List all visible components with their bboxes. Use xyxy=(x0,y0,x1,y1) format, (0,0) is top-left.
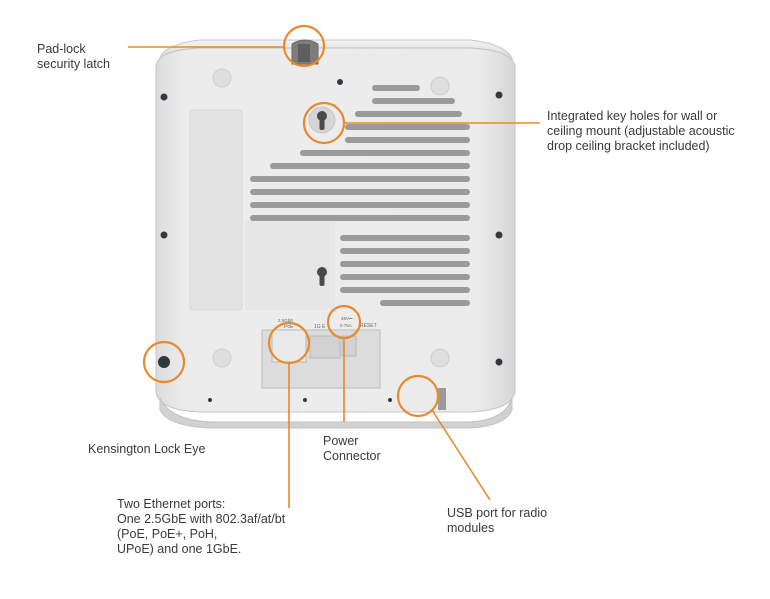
callout-circle-usb xyxy=(396,374,440,418)
screw xyxy=(160,231,168,239)
callout-kensington-label: Kensington Lock Eye xyxy=(88,442,206,456)
screw xyxy=(388,398,392,402)
vent-slot xyxy=(340,287,470,293)
vent-slot xyxy=(250,202,470,208)
callout-ethernet-label: Two Ethernet ports: One 2.5GbE with 802.… xyxy=(117,497,286,556)
vent-slot xyxy=(250,176,470,182)
marking-075a: 0.75A xyxy=(340,323,352,328)
mount-foot xyxy=(430,76,450,96)
power-port xyxy=(341,335,357,357)
vent-slot xyxy=(380,300,470,306)
callout-padlock-label: Pad-lock security latch xyxy=(37,42,110,71)
callout-circle-kensington xyxy=(142,340,186,384)
center-plate xyxy=(245,220,335,310)
marking-2-5gbe: 2.5GbE xyxy=(278,318,293,323)
vent-slot xyxy=(250,215,470,221)
callout-leaders xyxy=(128,46,540,508)
ethernet-port-1g xyxy=(309,335,341,359)
mounting-feet xyxy=(212,68,450,368)
vent-slot xyxy=(355,111,462,117)
vent-slots xyxy=(250,85,470,306)
callout-power-label: Power Connector xyxy=(323,434,381,463)
ethernet-port-poe xyxy=(271,329,307,363)
marking-48v: 48V⎓ xyxy=(341,316,353,321)
callout-circle-padlock xyxy=(282,24,326,68)
vent-slot xyxy=(300,150,470,156)
usb-port-notch xyxy=(438,388,446,410)
marking-poe: PoE xyxy=(284,324,294,330)
keyhole-bottom xyxy=(317,267,327,286)
screws xyxy=(160,79,503,402)
screw xyxy=(495,231,503,239)
label-recess xyxy=(189,109,243,311)
vent-slot xyxy=(340,235,470,241)
kensington-lock-eye xyxy=(158,356,170,368)
mount-foot xyxy=(212,68,232,88)
callout-usb-label: USB port for radio modules xyxy=(447,506,548,535)
screw xyxy=(495,358,503,366)
screw xyxy=(160,93,168,101)
device-bottom-lip xyxy=(159,397,513,429)
vent-slot xyxy=(345,137,470,143)
padlock-slot xyxy=(298,44,310,62)
vent-slot xyxy=(372,85,420,91)
marking-reset: RESET xyxy=(360,323,377,329)
vent-slot xyxy=(270,163,470,169)
mount-foot xyxy=(430,348,450,368)
vent-slot xyxy=(250,189,470,195)
mount-foot xyxy=(212,348,232,368)
screw xyxy=(303,398,307,402)
leader-usb xyxy=(431,409,491,501)
screw xyxy=(337,79,343,85)
marking-1g: 1G E xyxy=(314,324,326,330)
keyhole-top xyxy=(308,106,336,134)
vent-slot xyxy=(340,274,470,280)
vent-slot xyxy=(372,98,455,104)
callout-keyholes-label: Integrated key holes for wall or ceiling… xyxy=(547,109,735,153)
screw xyxy=(495,91,503,99)
vent-slot xyxy=(345,124,470,130)
vent-slot xyxy=(340,248,470,254)
screw xyxy=(208,398,212,402)
vent-slot xyxy=(340,261,470,267)
